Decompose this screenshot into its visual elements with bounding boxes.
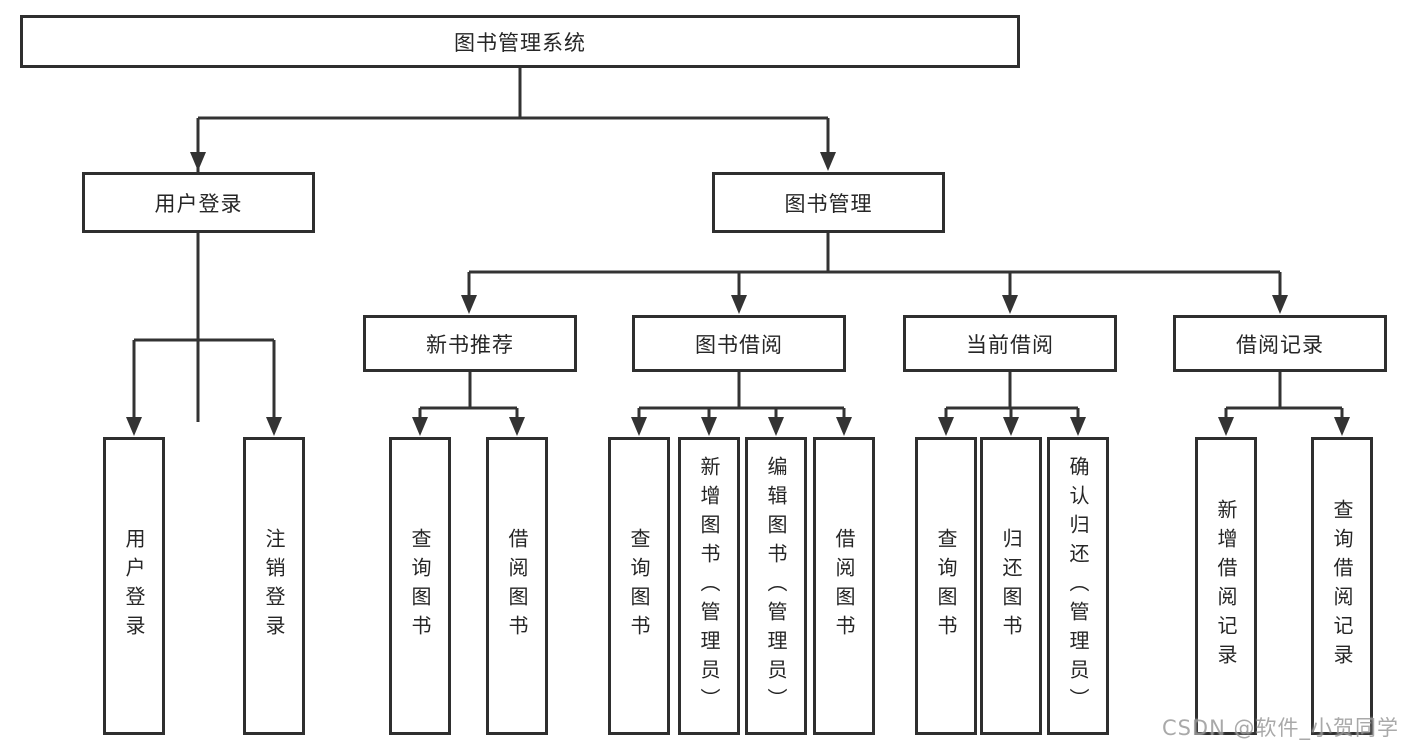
leaf-return-books-label: 归还图书 [999,528,1023,644]
leaf-add-borrow-record: 新增借阅记录 [1195,437,1257,735]
node-borrowing-records: 借阅记录 [1173,315,1387,372]
leaf-edit-books-admin: 编辑图书（管理员） [745,437,807,735]
leaf-query-books-recommend: 查询图书 [389,437,451,735]
leaf-borrow-books-borrowing: 借阅图书 [813,437,875,735]
leaf-return-books: 归还图书 [980,437,1042,735]
csdn-watermark: CSDN @软件_小贺同学 [1161,716,1399,740]
leaf-user-login: 用户登录 [103,437,165,735]
leaf-borrow-books-borrowing-label: 借阅图书 [832,528,856,644]
node-new-book-recommendation: 新书推荐 [363,315,577,372]
leaf-query-borrow-record: 查询借阅记录 [1311,437,1373,735]
leaf-logout: 注销登录 [243,437,305,735]
leaf-confirm-return-admin: 确认归还（管理员） [1047,437,1109,735]
leaf-add-borrow-record-label: 新增借阅记录 [1214,499,1238,673]
leaf-add-books-admin: 新增图书（管理员） [678,437,740,735]
node-user-login: 用户登录 [82,172,315,233]
leaf-query-books-current-label: 查询图书 [934,528,958,644]
node-book-borrowing: 图书借阅 [632,315,846,372]
leaf-query-books-borrowing-label: 查询图书 [627,528,651,644]
node-current-borrowing: 当前借阅 [903,315,1117,372]
leaf-query-books-borrowing: 查询图书 [608,437,670,735]
node-book-management: 图书管理 [712,172,945,233]
leaf-borrow-books-recommend: 借阅图书 [486,437,548,735]
leaf-query-borrow-record-label: 查询借阅记录 [1330,499,1354,673]
leaf-borrow-books-recommend-label: 借阅图书 [505,528,529,644]
leaf-user-login-label: 用户登录 [122,528,146,644]
leaf-edit-books-admin-label: 编辑图书（管理员） [764,455,788,717]
leaf-logout-label: 注销登录 [262,528,286,644]
leaf-add-books-admin-label: 新增图书（管理员） [697,455,721,717]
leaf-confirm-return-admin-label: 确认归还（管理员） [1066,455,1090,717]
leaf-query-books-current: 查询图书 [915,437,977,735]
leaf-query-books-recommend-label: 查询图书 [408,528,432,644]
node-library-management-system: 图书管理系统 [20,15,1020,68]
